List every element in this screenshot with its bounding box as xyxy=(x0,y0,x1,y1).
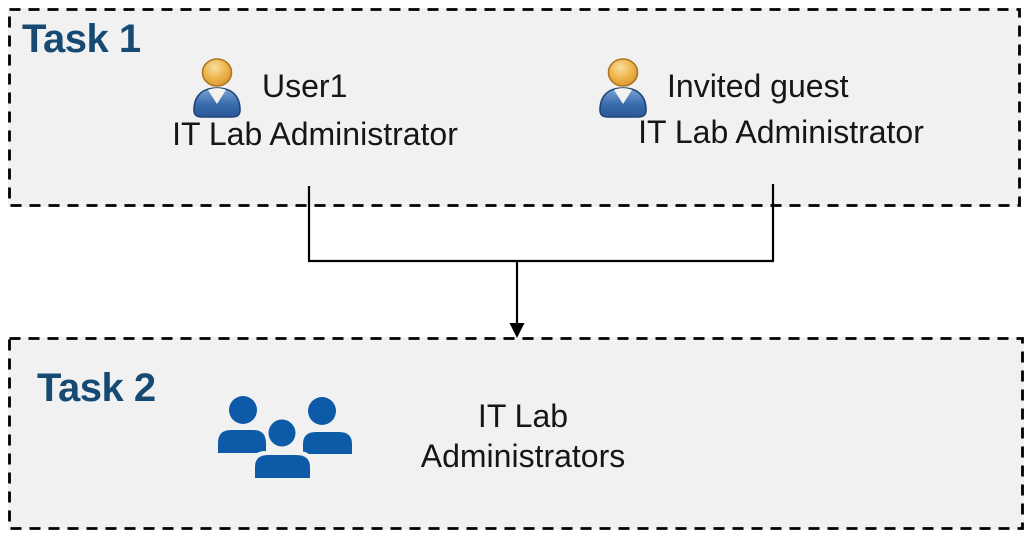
group-name-line2: Administrators xyxy=(420,438,626,474)
task1-label: Task 1 xyxy=(22,17,141,61)
user1-name: User1 xyxy=(262,68,348,104)
task1-box xyxy=(8,8,1021,207)
invited-guest-name: Invited guest xyxy=(667,68,849,104)
arrowhead-icon xyxy=(509,323,525,338)
user1-role: IT Lab Administrator xyxy=(172,116,458,152)
invited-guest-role: IT Lab Administrator xyxy=(638,114,924,150)
person-icon xyxy=(186,55,248,124)
group-name: IT Lab Administrators xyxy=(421,396,626,476)
task2-label: Task 2 xyxy=(37,366,156,410)
group-name-line1: IT Lab xyxy=(477,398,569,434)
people-group-icon xyxy=(213,392,352,485)
